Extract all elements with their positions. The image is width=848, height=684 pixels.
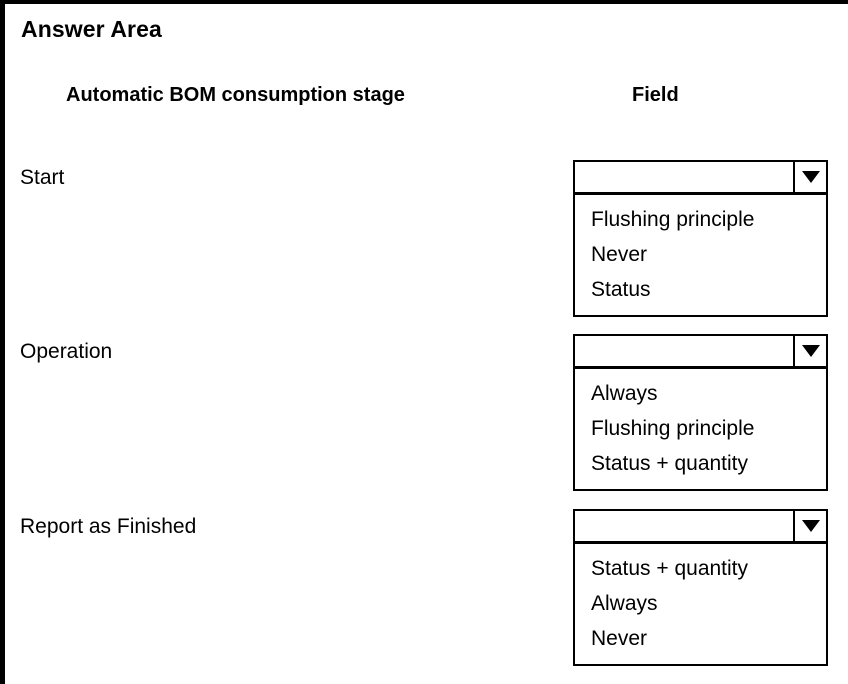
page-title: Answer Area	[21, 16, 162, 42]
dropdown-group-report-as-finished: Status + quantity Always Never	[573, 509, 828, 666]
column-header-stage: Automatic BOM consumption stage	[66, 84, 405, 106]
dropdown-report-as-finished-value	[575, 511, 793, 541]
dropdown-start[interactable]	[573, 160, 828, 194]
dropdown-operation-value	[575, 336, 793, 366]
row-label-start: Start	[20, 166, 65, 189]
row-label-report-as-finished: Report as Finished	[20, 515, 197, 538]
dropdown-start-options: Flushing principle Never Status	[573, 194, 828, 317]
frame-left-border	[0, 0, 5, 684]
frame-top-border	[0, 0, 848, 4]
list-item[interactable]: Always	[591, 592, 658, 615]
dropdown-report-as-finished-options: Status + quantity Always Never	[573, 543, 828, 666]
dropdown-start-value	[575, 162, 793, 192]
chevron-down-icon[interactable]	[793, 162, 826, 192]
chevron-down-icon[interactable]	[793, 336, 826, 366]
list-item[interactable]: Status + quantity	[591, 452, 749, 475]
chevron-down-icon[interactable]	[793, 511, 826, 541]
list-item[interactable]: Status	[591, 278, 651, 301]
dropdown-operation-options: Always Flushing principle Status + quant…	[573, 368, 828, 491]
list-item[interactable]: Never	[591, 627, 648, 650]
list-item[interactable]: Status + quantity	[591, 557, 749, 580]
dropdown-operation[interactable]	[573, 334, 828, 368]
dropdown-group-start: Flushing principle Never Status	[573, 160, 828, 317]
dropdown-group-operation: Always Flushing principle Status + quant…	[573, 334, 828, 491]
row-label-operation: Operation	[20, 340, 113, 363]
dropdown-report-as-finished[interactable]	[573, 509, 828, 543]
list-item[interactable]: Always	[591, 382, 658, 405]
column-header-field: Field	[632, 84, 679, 106]
list-item[interactable]: Flushing principle	[591, 417, 755, 440]
list-item[interactable]: Never	[591, 243, 648, 266]
list-item[interactable]: Flushing principle	[591, 208, 755, 231]
